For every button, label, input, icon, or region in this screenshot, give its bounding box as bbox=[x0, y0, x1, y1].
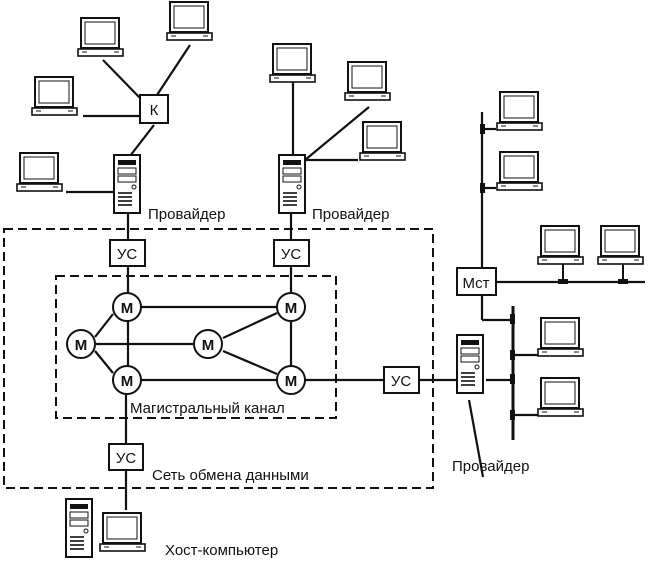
backbone-node: М bbox=[276, 365, 306, 395]
bridge-label: Мст bbox=[462, 275, 489, 292]
backbone-boundary bbox=[55, 275, 337, 419]
provider-label-2: Провайдер bbox=[312, 206, 389, 223]
laptop-icon bbox=[166, 1, 213, 41]
laptop-icon bbox=[269, 43, 316, 83]
backbone-node: М bbox=[193, 329, 223, 359]
comm-device-1: УС bbox=[109, 239, 146, 267]
laptop-icon bbox=[77, 17, 124, 57]
laptop-icon bbox=[496, 91, 543, 131]
backbone-node: М bbox=[66, 329, 96, 359]
laptop-icon bbox=[496, 151, 543, 191]
host-server-icon bbox=[65, 498, 93, 558]
backbone-node: М bbox=[112, 365, 142, 395]
host-label: Хост-компьютер bbox=[165, 542, 278, 559]
backbone-node-label: М bbox=[121, 300, 134, 317]
laptop-icon bbox=[99, 512, 146, 552]
laptop-icon bbox=[537, 225, 584, 265]
laptop-icon bbox=[31, 76, 78, 116]
links bbox=[66, 44, 645, 510]
bridge-node: Мст bbox=[456, 267, 497, 296]
laptop-icon bbox=[359, 121, 406, 161]
backbone-node-label: М bbox=[285, 373, 298, 390]
backbone-node-label: М bbox=[202, 337, 215, 354]
backbone-node: М bbox=[112, 292, 142, 322]
provider-label-1: Провайдер bbox=[148, 206, 225, 223]
server-icon bbox=[456, 334, 484, 394]
backbone-node: М bbox=[276, 292, 306, 322]
backbone-node-label: М bbox=[121, 373, 134, 390]
data-network-label: Сеть обмена данными bbox=[152, 467, 309, 484]
backbone-node-label: М bbox=[285, 300, 298, 317]
laptop-stands bbox=[562, 264, 624, 281]
laptop-icon bbox=[597, 225, 644, 265]
server-icon bbox=[278, 154, 306, 214]
data-network-boundary bbox=[3, 228, 434, 489]
laptop-icon bbox=[16, 152, 63, 192]
comm-device-3: УС bbox=[383, 366, 420, 394]
server-icon bbox=[113, 154, 141, 214]
comm-device-4: УС bbox=[108, 443, 144, 471]
comm-device-label: УС bbox=[116, 450, 137, 467]
concentrator-node: К bbox=[139, 94, 169, 124]
laptop-icon bbox=[537, 317, 584, 357]
laptop-icon bbox=[344, 61, 391, 101]
comm-device-2: УС bbox=[273, 239, 310, 267]
laptop-icon bbox=[537, 377, 584, 417]
concentrator-label: К bbox=[150, 102, 159, 119]
backbone-node-label: М bbox=[75, 337, 88, 354]
comm-device-label: УС bbox=[281, 246, 302, 263]
comm-device-label: УС bbox=[391, 373, 412, 390]
comm-device-label: УС bbox=[117, 246, 138, 263]
bus-taps bbox=[480, 124, 628, 420]
backbone-label: Магистральный канал bbox=[130, 400, 285, 417]
provider-label-3: Провайдер bbox=[452, 458, 529, 475]
